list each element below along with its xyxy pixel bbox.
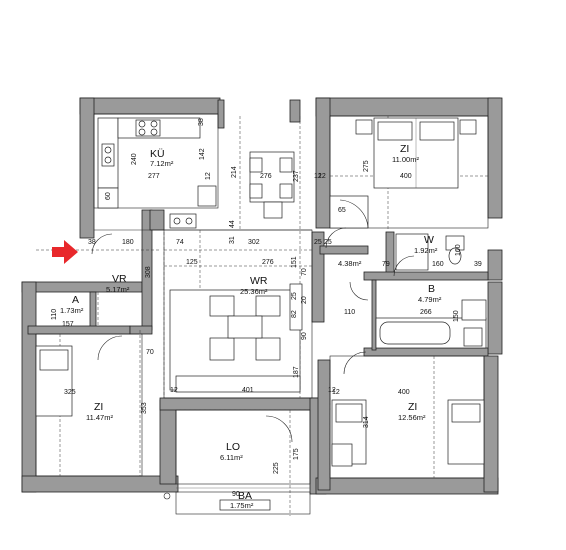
bedroom-left-furniture [35,233,123,417]
dim-zr-275: 275 [363,160,370,172]
living-furniture [169,283,303,393]
room-name-ba: BA [238,490,252,502]
dim-w-160b: 160 [432,261,444,268]
room-area-w: 1.92m² [414,246,438,255]
dim-125: 125 [186,259,198,266]
room-area-zi-top-right: 11.00m² [392,155,419,164]
dimension-labels: 240 142 277 38 60 12 214 180 38 74 302 3… [51,118,482,498]
dim-12-a: 12 [314,173,322,180]
dim-w-79: 79 [382,261,390,268]
dim-ku-12: 12 [205,172,212,180]
bathroom-fixtures [349,233,487,349]
dim-237: 237 [293,170,300,182]
dim-zr-65: 65 [338,207,346,214]
room-labels: KÜ 7.12m² VR 5.17m² A 1.73m² WR 25.36m² … [60,143,442,510]
dim-ku-240: 240 [131,153,138,165]
dim-353: 353 [141,402,148,414]
room-name-a: A [72,294,79,306]
room-name-zi-left: ZI [94,401,103,413]
dim-90: 90 [301,332,308,340]
dim-w-160: 160 [455,244,462,256]
room-name-vr: VR [112,273,127,285]
dim-151: 151 [291,256,298,268]
dim-25-a: 25 [314,239,322,246]
kitchen-fixtures [97,117,217,229]
dim-b-150: 150 [453,310,460,322]
dim-157: 157 [62,321,74,328]
dim-31: 31 [229,236,236,244]
dim-w-39: 39 [474,261,482,268]
dim-ku-142: 142 [199,148,206,160]
dim-302: 302 [248,239,260,246]
room-area-vr: 5.17m² [106,285,130,294]
room-area-zi-left: 11.47m² [86,413,113,422]
room-area-ba: 1.75m² [230,501,254,510]
dim-110: 110 [51,309,58,320]
dim-ba-90: 90 [232,491,240,498]
dim-b-266: 266 [420,309,432,316]
room-area-lo: 6.11m² [220,453,243,462]
dim-ku-38: 38 [198,118,205,126]
dim-187: 187 [293,366,300,378]
room-name-b: B [428,283,435,295]
room-name-wr: WR [250,275,268,287]
dim-ku-60: 60 [105,192,112,200]
dim-44: 44 [229,220,236,228]
room-area-a: 1.73m² [60,306,84,315]
dim-180: 180 [122,239,134,246]
dim-70-a: 70 [301,268,308,276]
dim-276-mid: 276 [262,259,274,266]
room-name-zi-bottom-right: ZI [408,401,417,413]
walls [21,97,503,495]
room-area-zi-bottom-right: 12.56m² [398,413,426,422]
dim-zbr-400: 400 [398,389,410,396]
room-name-lo: LO [226,441,240,453]
dim-401: 401 [242,387,254,394]
dim-12-c: 12 [328,387,336,394]
dim-325: 325 [64,389,76,396]
room-name-w: W [424,234,434,246]
dim-74: 74 [176,239,184,246]
loggia-details [219,415,293,511]
dim-82: 82 [291,310,298,318]
dim-b-110: 110 [344,309,355,316]
dim-zr-25: 25 [324,239,332,246]
dim-276-top: 276 [260,173,272,180]
room-area-ku: 7.12m² [150,159,174,168]
bedroom-bottom-right-furniture [331,351,485,467]
dim-ku-214: 214 [231,166,238,178]
dim-20: 20 [301,296,308,304]
dim-70-b: 70 [146,349,154,356]
room-area-small: 4.38m² [338,259,362,268]
entrance-arrow-icon [52,240,78,264]
dim-zr-12: 12 [318,173,326,180]
dim-zbr-12: 12 [332,389,340,396]
dim-zbr-314: 314 [363,416,370,428]
section-marker-icon [163,492,171,500]
dim-38: 38 [88,239,96,246]
room-area-wr: 25.36m² [240,287,268,296]
dim-25-b: 25 [291,292,298,300]
dim-ku-277: 277 [148,173,160,180]
room-name-zi-top-right: ZI [400,143,409,155]
bedroom-top-right-furniture [325,117,477,249]
dim-225: 225 [273,462,280,474]
room-name-ku: KÜ [150,148,165,160]
dim-zr-400: 400 [400,173,412,180]
dim-308: 308 [145,266,152,278]
dim-12-b: 12 [170,387,178,394]
room-area-b: 4.79m² [418,295,442,304]
dining-furniture [249,151,295,219]
dim-175: 175 [293,448,300,460]
